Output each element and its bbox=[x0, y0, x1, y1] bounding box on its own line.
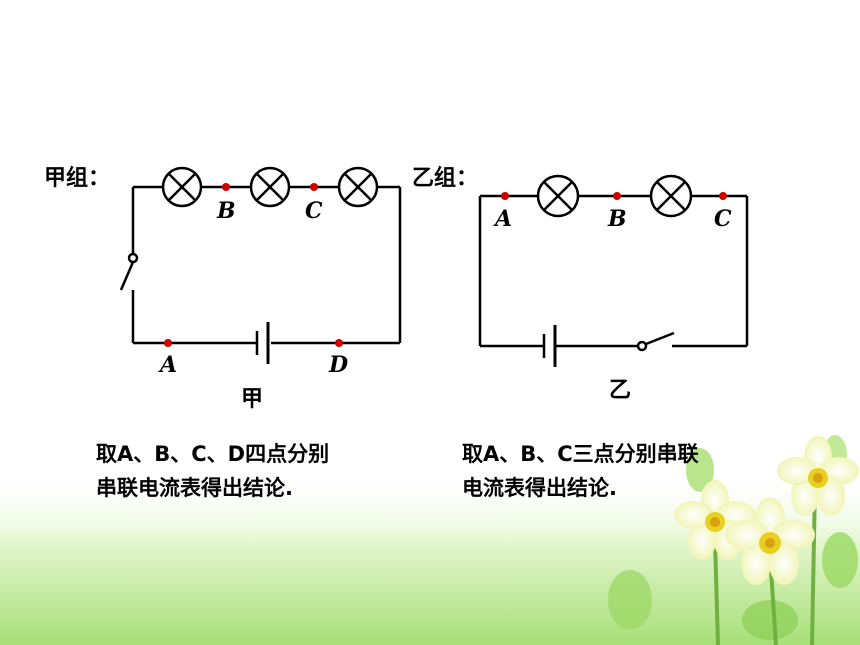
left-description-line-1: 取A、B、C、D四点分别 bbox=[96, 442, 330, 466]
left-point-a-dot bbox=[164, 339, 172, 347]
left-description: 取A、B、C、D四点分别 串联电流表得出结论. bbox=[96, 437, 426, 505]
left-lamp-1 bbox=[161, 166, 203, 208]
left-point-label-c: C bbox=[305, 198, 323, 224]
right-point-a-dot bbox=[501, 192, 509, 200]
left-point-d-dot bbox=[335, 339, 343, 347]
left-point-label-a: A bbox=[160, 352, 178, 378]
right-battery bbox=[542, 325, 557, 367]
left-lamp-2 bbox=[249, 166, 291, 208]
left-group-label: 甲组： bbox=[44, 166, 111, 191]
right-description: 取A、B、C三点分别串联 电流表得出结论. bbox=[462, 437, 802, 505]
left-point-c-dot bbox=[310, 183, 318, 191]
right-lamp-1 bbox=[536, 174, 580, 218]
left-point-b-dot bbox=[222, 183, 230, 191]
left-point-label-b: B bbox=[217, 198, 236, 224]
right-group-label: 乙组： bbox=[412, 166, 479, 191]
right-switch bbox=[636, 331, 675, 352]
left-lamp-3 bbox=[337, 166, 379, 208]
right-point-c-dot bbox=[719, 192, 727, 200]
flower-decoration bbox=[608, 435, 859, 645]
left-battery bbox=[255, 322, 270, 364]
left-point-label-d: D bbox=[329, 352, 349, 378]
left-circuit bbox=[131, 185, 402, 345]
right-lamp-2 bbox=[649, 174, 693, 218]
right-point-label-a: A bbox=[495, 206, 513, 232]
right-description-line-1: 取A、B、C三点分别串联 bbox=[462, 442, 699, 466]
right-description-line-2: 电流表得出结论. bbox=[462, 476, 617, 500]
right-point-b-dot bbox=[613, 192, 621, 200]
left-description-line-2: 串联电流表得出结论. bbox=[96, 476, 293, 500]
right-point-label-b: B bbox=[608, 206, 627, 232]
left-switch bbox=[119, 252, 139, 291]
left-caption: 甲 bbox=[241, 387, 264, 412]
right-caption: 乙 bbox=[609, 378, 632, 403]
right-point-label-c: C bbox=[714, 206, 732, 232]
